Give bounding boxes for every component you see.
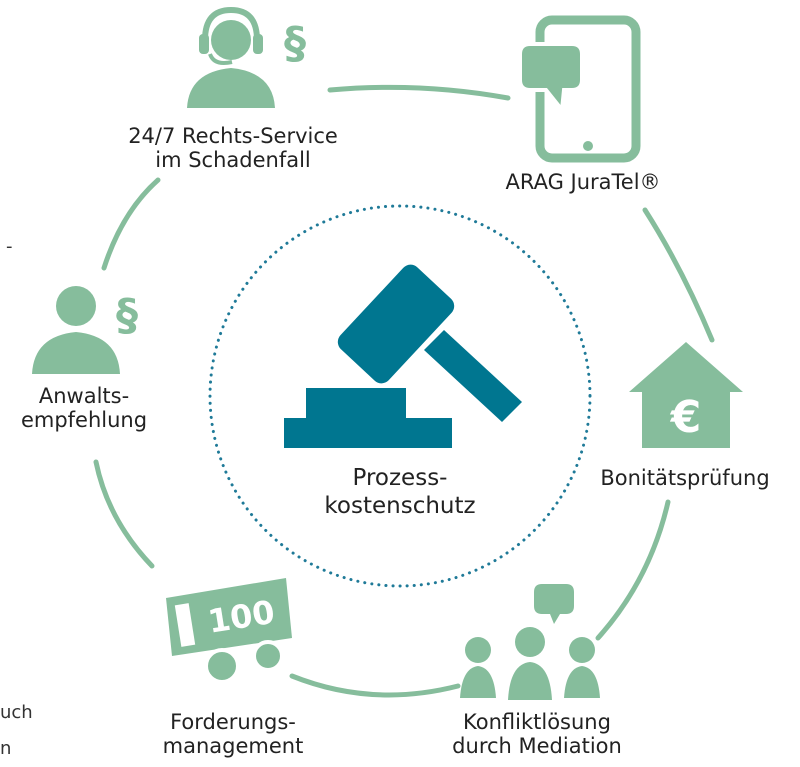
label-line: durch Mediation [452, 734, 622, 758]
svg-text:§: § [116, 290, 138, 341]
ring-segment [595, 499, 671, 641]
center-label: Prozess- kostenschutz [324, 464, 475, 520]
center-dotted-circle [208, 204, 592, 588]
person-paragraph-icon: § [32, 286, 138, 374]
label-line: Anwalts- [38, 384, 130, 408]
text-fragment: - [6, 236, 13, 257]
center-label-line: kostenschutz [324, 493, 476, 519]
label-line: 24/7 Rechts-Service [128, 124, 338, 148]
ring-segment [101, 177, 161, 271]
headset-paragraph-icon: § [187, 6, 306, 108]
house-euro-icon: € [629, 342, 743, 448]
text-fragment: uch [0, 702, 33, 723]
label-anwalt: Anwalts- empfehlung [21, 384, 147, 432]
text-fragment: n [0, 738, 12, 759]
svg-text:§: § [284, 18, 306, 69]
center-label-line: Prozess- [352, 465, 448, 491]
label-line: Konfliktlösung [463, 710, 611, 734]
label-line: management [162, 734, 304, 758]
label-bonitaet: Bonitätsprüfung [600, 466, 769, 490]
label-rechts-service: 24/7 Rechts-Service im Schadenfall [128, 124, 338, 172]
group-speech-icon [460, 584, 600, 700]
label-mediation: Konfliktlösung durch Mediation [452, 710, 622, 758]
ring-segment [289, 673, 461, 698]
label-juratel: ARAG JuraTel® [505, 170, 660, 194]
outer-ring [93, 84, 715, 698]
smartphone-chat-icon [518, 15, 641, 163]
ring-segment [642, 207, 715, 343]
gavel-icon [284, 264, 522, 448]
truck-counter-icon: 100 [166, 578, 292, 684]
label-line: empfehlung [20, 408, 148, 432]
ring-segment [327, 84, 511, 101]
label-line: Bonitätsprüfung [600, 466, 770, 490]
label-line: ARAG JuraTel® [505, 170, 661, 194]
label-forderung: Forderungs- management [163, 710, 304, 758]
ring-segment [93, 459, 155, 569]
label-line: im Schadenfall [155, 148, 311, 172]
label-line: Forderungs- [170, 710, 296, 734]
svg-text:€: € [670, 392, 702, 443]
